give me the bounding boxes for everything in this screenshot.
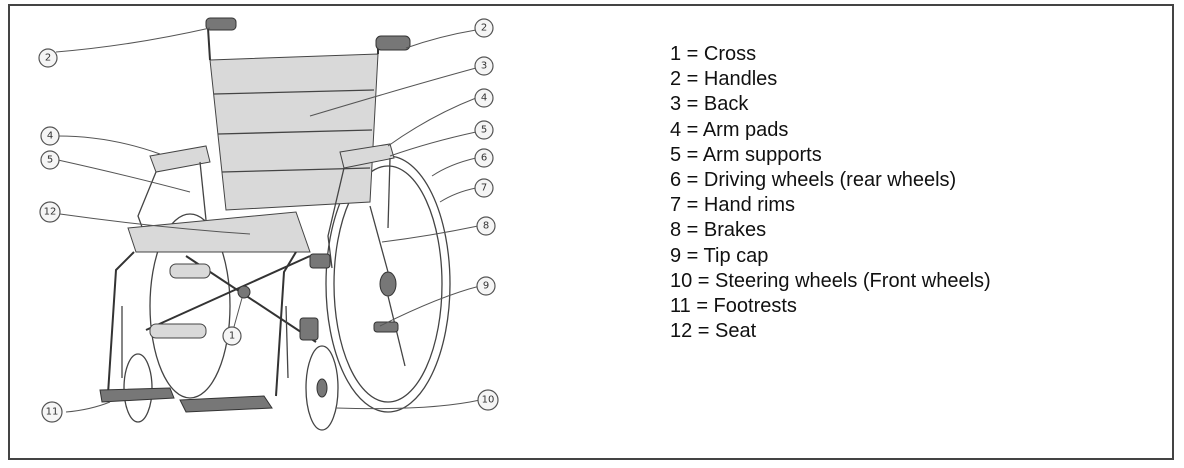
left-handle <box>205 17 237 31</box>
right-steering-wheel <box>305 345 339 431</box>
legend-item-handles: 2 = Handles <box>670 68 778 91</box>
legend-item-steering-wheels: 10 = Steering wheels (Front wheels) <box>670 269 991 292</box>
cross-bar-1 <box>145 255 311 331</box>
brake <box>309 253 331 269</box>
svg-text:5: 5 <box>47 155 53 166</box>
svg-text:5: 5 <box>481 125 487 136</box>
callout-8: 8 <box>476 216 496 236</box>
legend-item-hand-rims: 7 = Hand rims <box>670 194 796 217</box>
svg-text:1: 1 <box>229 331 235 342</box>
svg-text:10: 10 <box>482 395 495 406</box>
right-arm-pad <box>339 143 395 169</box>
callout-7: 7 <box>474 178 494 198</box>
legend-item-tip-cap: 9 = Tip cap <box>670 244 769 267</box>
leader-lines <box>55 27 481 413</box>
legend-item-seat: 12 = Seat <box>670 320 757 343</box>
callout-4-right: 4 <box>474 88 494 108</box>
svg-text:8: 8 <box>483 221 489 232</box>
callout-3: 3 <box>474 56 494 76</box>
legend-item-footrests: 11 = Footrests <box>670 294 797 317</box>
callout-6: 6 <box>474 148 494 168</box>
svg-text:4: 4 <box>481 93 487 104</box>
hand-rim <box>333 165 443 403</box>
svg-text:7: 7 <box>481 183 487 194</box>
callout-1: 1 <box>222 326 242 346</box>
wheelchair-diagram: 2 2 3 4 4 5 5 6 7 12 8 9 1 10 11 <box>38 17 499 431</box>
left-footrest <box>99 387 175 403</box>
parts-legend: 1 = Cross 2 = Handles 3 = Back 4 = Arm p… <box>670 42 991 344</box>
right-arm-support <box>327 167 345 269</box>
wheelchair-illustration <box>99 17 451 431</box>
tip-cap <box>373 321 399 333</box>
cross-pivot <box>237 285 251 299</box>
left-arm-pad <box>149 145 211 173</box>
legend-item-brakes: 8 = Brakes <box>670 219 767 242</box>
legend-item-driving-wheels: 6 = Driving wheels (rear wheels) <box>670 168 957 191</box>
right-footrest <box>179 395 273 413</box>
svg-text:2: 2 <box>481 23 487 34</box>
legend-item-arm-supports: 5 = Arm supports <box>670 143 822 166</box>
wheel-hub <box>379 271 397 297</box>
legend-item-cross: 1 = Cross <box>670 43 757 65</box>
callout-4-left: 4 <box>40 126 60 146</box>
svg-text:6: 6 <box>481 153 487 164</box>
callout-9: 9 <box>476 276 496 296</box>
svg-text:12: 12 <box>44 207 57 218</box>
svg-text:3: 3 <box>481 61 487 72</box>
legend-item-back: 3 = Back <box>670 93 749 116</box>
callout-12: 12 <box>39 201 61 223</box>
left-steering-wheel <box>123 353 153 423</box>
legend-item-arm-pads: 4 = Arm pads <box>670 118 789 141</box>
right-handle <box>375 35 411 51</box>
svg-text:4: 4 <box>47 131 53 142</box>
svg-text:9: 9 <box>483 281 489 292</box>
callout-5-right: 5 <box>474 120 494 140</box>
left-rear-wheel <box>149 213 231 399</box>
callout-10: 10 <box>477 389 499 411</box>
callout-2-left: 2 <box>38 48 58 68</box>
figure-frame: 2 2 3 4 4 5 5 6 7 12 8 9 1 10 11 1 = Cro… <box>8 4 1174 460</box>
svg-text:2: 2 <box>45 53 51 64</box>
callout-5-left: 5 <box>40 150 60 170</box>
svg-text:11: 11 <box>46 407 59 418</box>
callout-2-right: 2 <box>474 18 494 38</box>
callout-11: 11 <box>41 401 63 423</box>
